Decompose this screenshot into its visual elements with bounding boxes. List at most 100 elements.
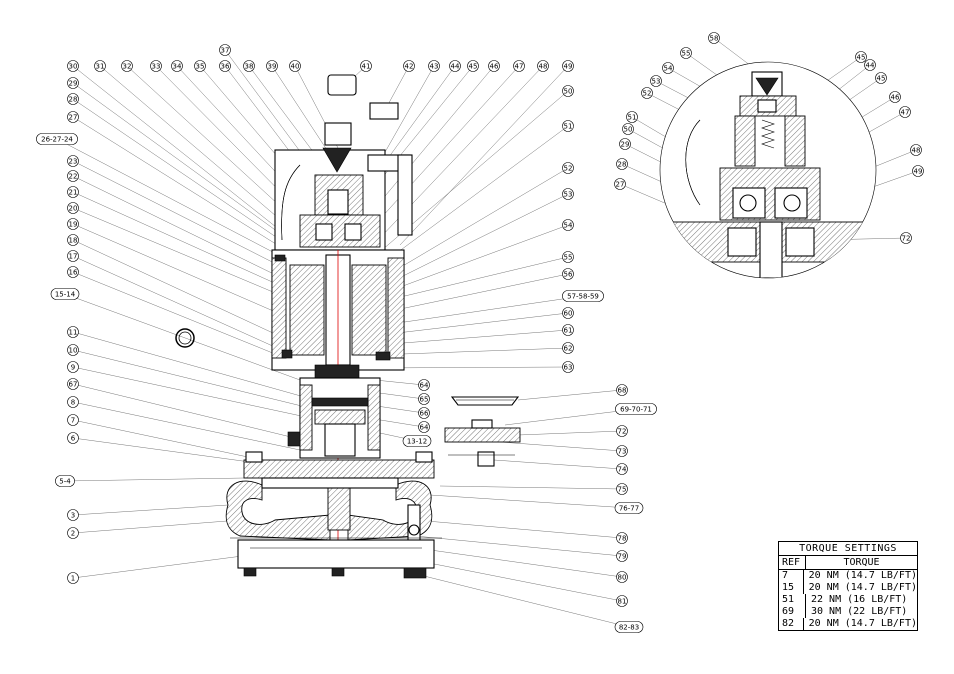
torque-cell: 20 NM (14.7 LB/FT) [808,618,917,629]
callout-label: 5-4 [59,477,71,485]
leader-line [72,383,296,439]
callout-label: 37 [221,46,230,54]
callout-c2: 2 [67,527,79,539]
callout-c16: 16 [67,266,79,278]
callout-label: 35 [196,62,205,70]
callout-d49: 49 [912,165,924,177]
callout-label: 32 [123,62,132,70]
callout-d29: 29 [619,138,631,150]
callout-label: 79 [618,552,627,560]
callout-c82: 82-83 [614,621,644,633]
leader-line [504,408,637,426]
leader-line [493,459,623,470]
callout-label: 69-70-71 [620,405,652,413]
callout-c62: 62 [562,342,574,354]
leader-line [72,82,301,249]
callout-label: 45 [857,53,866,61]
leader-line [72,331,316,401]
callout-label: 7 [71,416,75,424]
callout-c76: 76-77 [614,502,644,514]
callout-c51: 51 [562,120,574,132]
callout-label: 1 [71,574,75,582]
callout-c78: 78 [616,532,628,544]
leader-line [72,223,295,321]
callout-label: 55 [682,49,691,57]
callout-label: 26-27-24 [41,135,73,143]
callout-label: 46 [490,62,499,70]
torque-cell: 22 NM (16 LB/FT) [811,594,908,605]
motor-wall-right [387,257,405,359]
callout-label: 10 [69,346,78,354]
leader-line [72,207,293,301]
callout-label: 48 [539,62,548,70]
torque-cell: 20 NM (14.7 LB/FT) [808,582,917,593]
callout-c23: 23 [67,155,79,167]
callout-d58: 58 [708,32,720,44]
callout-label: 39 [268,62,277,70]
callout-label: 63 [564,363,573,371]
callout-d50: 50 [622,123,634,135]
table-row: 15 20 NM (14.7 LB/FT) [779,582,917,594]
leader-line [72,366,321,421]
callout-label: 51 [564,122,573,130]
callout-label: 73 [618,447,627,455]
callout-d52: 52 [641,87,653,99]
leader-line [499,441,623,452]
leader-line [72,419,263,461]
callout-label: 52 [564,164,573,172]
leader-line [439,485,623,490]
callout-label: 67 [69,380,78,388]
callout-c5: 5-4 [55,475,75,487]
torque-table-header-row: REF TORQUE [779,556,917,570]
torque-settings-table: TORQUE SETTINGS REF TORQUE 7 20 NM (14.7… [778,541,918,631]
leader-line [72,255,287,353]
callout-label: 30 [69,62,78,70]
callout-c34: 34 [171,60,183,72]
callout-c69: 69-70-71 [615,403,657,415]
callout-label: 41 [362,62,371,70]
callout-d54: 54 [662,62,674,74]
callout-label: 44 [451,62,460,70]
callout-c57: 57-58-59 [562,290,604,302]
callout-c7: 7 [67,414,79,426]
ref-cell: 51 [779,594,806,606]
callout-label: 50 [564,87,573,95]
callout-c48: 48 [537,60,549,72]
table-row: 69 30 NM (22 LB/FT) [779,606,917,618]
callout-label: 23 [69,157,78,165]
callout-c81: 81 [616,595,628,607]
gland-cover [450,396,520,406]
motor-wall-left [271,257,287,359]
callout-c44: 44 [449,60,461,72]
callout-label: 45 [469,62,478,70]
lifting-ring [175,328,195,348]
leader-line [64,293,301,381]
gland-detail [444,396,521,467]
callout-label: 20 [69,204,78,212]
leader-line [369,65,520,231]
callout-label: 27 [69,113,78,121]
leader-line [364,65,495,221]
callout-d51: 51 [626,111,638,123]
callout-c65: 65 [418,393,430,405]
leader-line [404,534,623,557]
leader-line [387,256,569,301]
callout-c43: 43 [428,60,440,72]
leader-line [72,504,229,516]
callout-label: 66 [420,409,429,417]
callout-d45b: 45 [875,72,887,84]
callout-label: 68 [618,386,627,394]
callout-label: 58 [710,34,719,42]
torque-cell: 30 NM (22 LB/FT) [811,606,908,617]
callout-c61: 61 [562,324,574,336]
callout-d47: 47 [899,106,911,118]
callout-label: 9 [71,363,75,371]
leader-line [413,559,623,602]
callout-c73: 73 [616,445,628,457]
callout-label: 15-14 [55,290,76,298]
leader-line [517,430,623,436]
callout-c15: 15-14 [50,288,80,300]
callout-label: 72 [618,427,627,435]
table-row: 82 20 NM (14.7 LB/FT) [779,618,917,630]
callout-c60: 60 [562,307,574,319]
